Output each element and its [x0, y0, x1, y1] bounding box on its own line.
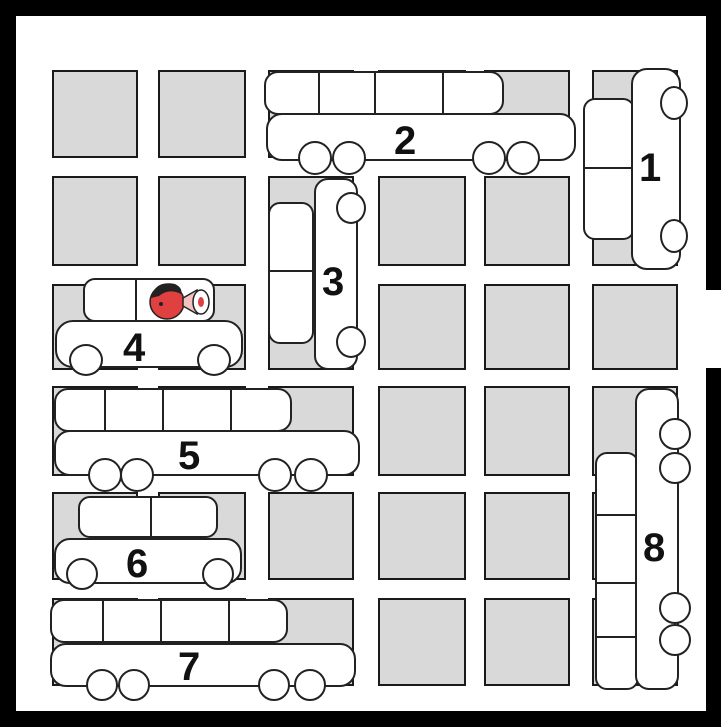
vehicle-6-roof-divider [150, 496, 152, 538]
parking-tile [484, 598, 570, 686]
parking-tile [484, 386, 570, 476]
vehicle-8-roof-divider [595, 514, 639, 516]
vehicle-4-wheel [69, 344, 103, 376]
parking-tile [52, 70, 138, 158]
vehicle-2-wheel [472, 141, 506, 175]
parking-tile [378, 284, 466, 370]
vehicle-1-wheel [660, 86, 688, 120]
vehicle-5-wheel [258, 458, 292, 492]
vehicle-2-roof [264, 71, 504, 115]
vehicle-5-wheel [88, 458, 122, 492]
frame-right-upper [706, 0, 721, 290]
vehicle-5[interactable]: 5 [54, 388, 360, 496]
frame-bottom [0, 711, 721, 727]
vehicle-7-number: 7 [178, 647, 200, 687]
vehicle-8-wheel [659, 452, 691, 484]
vehicle-8[interactable]: 8 [595, 388, 695, 690]
vehicle-2-wheel [506, 141, 540, 175]
vehicle-5-number: 5 [178, 436, 200, 476]
frame-top [0, 0, 721, 16]
vehicle-5-roof-divider [104, 388, 106, 432]
vehicle-5-wheel [120, 458, 154, 492]
vehicle-2-number: 2 [394, 121, 416, 161]
vehicle-3-number: 3 [322, 262, 344, 302]
vehicle-8-wheel [659, 592, 691, 624]
parking-tile [484, 492, 570, 580]
parking-tile [484, 284, 570, 370]
vehicle-7-roof-divider [160, 599, 162, 643]
vehicle-6-wheel [202, 558, 234, 590]
vehicle-8-number: 8 [643, 528, 665, 568]
vehicle-6-wheel [66, 558, 98, 590]
vehicle-1-roof-divider [583, 167, 635, 169]
vehicle-3-wheel [336, 326, 366, 358]
vehicle-8-wheel [659, 418, 691, 450]
vehicle-4-wheel [197, 344, 231, 376]
vehicle-8-wheel [659, 624, 691, 656]
red-driver-with-megaphone-icon [145, 278, 215, 326]
parking-tile [484, 176, 570, 266]
parking-tile [378, 386, 466, 476]
parking-tile [52, 176, 138, 266]
vehicle-3-roof-divider [268, 270, 314, 272]
vehicle-5-wheel [294, 458, 328, 492]
vehicle-1-number: 1 [639, 148, 661, 188]
vehicle-6-roof [78, 496, 218, 538]
parking-tile [158, 70, 246, 158]
vehicle-1-roof [583, 98, 635, 240]
parking-tile [378, 492, 466, 580]
parking-tile [378, 598, 466, 686]
vehicle-1[interactable]: 1 [583, 68, 693, 270]
vehicle-7-wheel [294, 669, 326, 701]
vehicle-2-roof-divider [374, 71, 376, 115]
vehicle-2-roof-divider [442, 71, 444, 115]
parking-tile [158, 176, 246, 266]
vehicle-2-roof-divider [318, 71, 320, 115]
vehicle-4-number: 4 [123, 328, 145, 368]
vehicle-3-roof [268, 202, 314, 344]
vehicle-1-wheel [660, 219, 688, 253]
vehicle-7-roof-divider [102, 599, 104, 643]
vehicle-7-wheel [118, 669, 150, 701]
vehicle-2[interactable]: 2 [264, 71, 578, 179]
vehicle-8-roof [595, 452, 639, 690]
vehicle-7-roof-divider [228, 599, 230, 643]
vehicle-7-wheel [258, 669, 290, 701]
vehicle-4[interactable]: 4 [55, 278, 245, 378]
parking-tile [268, 492, 354, 580]
vehicle-7-roof [50, 599, 288, 643]
vehicle-6-number: 6 [126, 544, 148, 584]
vehicle-4-roof-divider [135, 278, 137, 322]
vehicle-3-wheel [336, 192, 366, 224]
vehicle-2-wheel [332, 141, 366, 175]
vehicle-5-roof-divider [230, 388, 232, 432]
vehicle-7-wheel [86, 669, 118, 701]
frame-left [0, 0, 16, 727]
vehicle-5-roof [54, 388, 292, 432]
parking-tile [592, 284, 678, 370]
vehicle-3[interactable]: 3 [268, 178, 370, 370]
parking-tile [378, 176, 466, 266]
vehicle-6[interactable]: 6 [54, 496, 244, 592]
vehicle-5-roof-divider [162, 388, 164, 432]
vehicle-2-wheel [298, 141, 332, 175]
vehicle-8-roof-divider [595, 636, 639, 638]
frame-right-lower [706, 368, 721, 727]
vehicle-7[interactable]: 7 [50, 599, 358, 705]
vehicle-8-roof-divider [595, 582, 639, 584]
